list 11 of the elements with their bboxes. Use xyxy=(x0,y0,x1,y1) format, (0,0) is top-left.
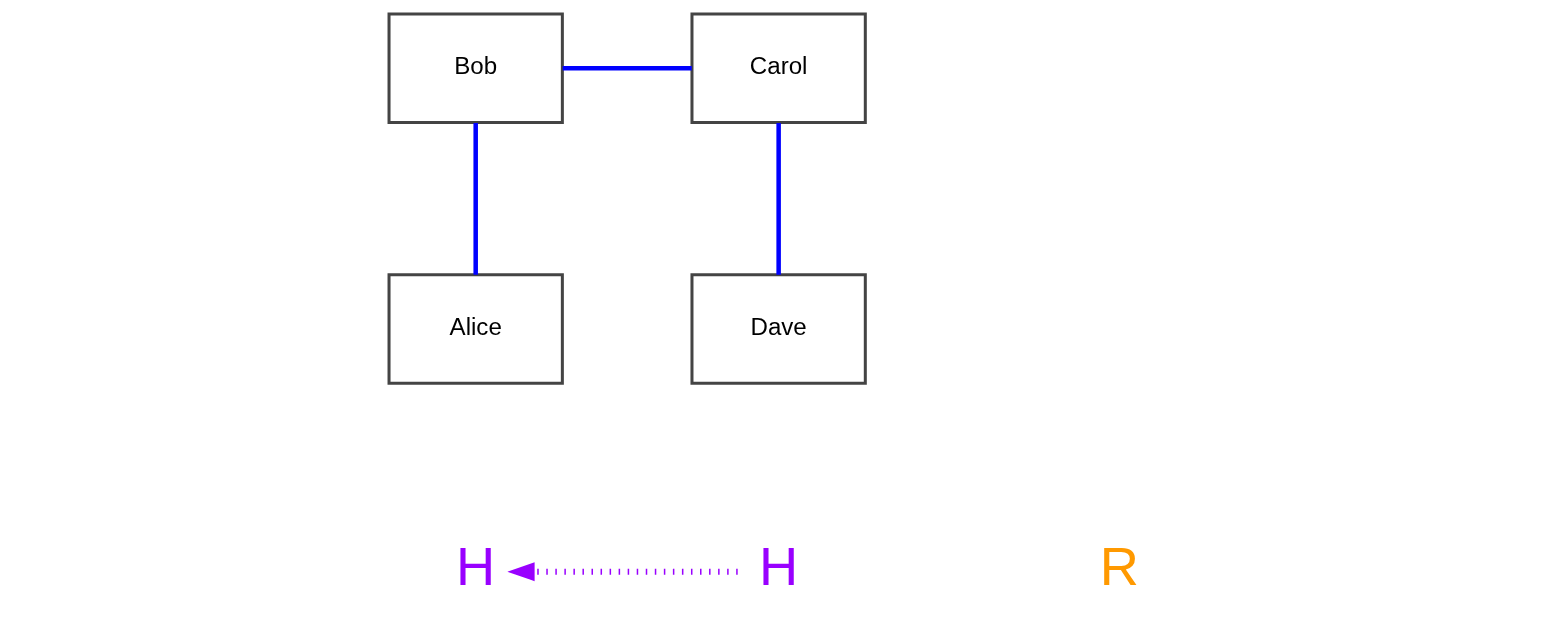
connector xyxy=(473,123,478,275)
node-box: Bob xyxy=(387,12,564,125)
node-text: H xyxy=(759,536,799,597)
label: R xyxy=(1099,536,1139,597)
node-box: Carol xyxy=(690,12,867,125)
arrow xyxy=(507,562,738,582)
node-text: H xyxy=(456,536,496,597)
connector xyxy=(776,123,781,275)
node-box: Alice xyxy=(387,273,564,385)
connector xyxy=(562,66,692,71)
node-box: Dave xyxy=(690,273,867,385)
